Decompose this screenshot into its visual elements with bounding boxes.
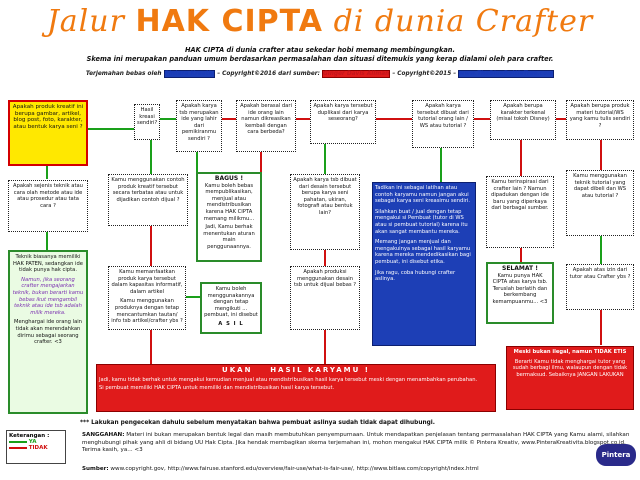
credit-c: – Copyright©2016 dari sumber: — [217, 71, 320, 77]
legend-yes-line — [9, 440, 27, 443]
selamat-title: SELAMAT ! — [502, 265, 538, 272]
title-pre: Jalur — [46, 4, 125, 39]
berasal-question: Apakah berasal dari ide orang lain namun… — [236, 100, 296, 152]
legend-yes: YA — [28, 439, 37, 445]
page-title: Jalur HAK CIPTA di dunia Crafter — [0, 4, 640, 39]
credit-f: www.TheBlueBottleTree.com — [458, 70, 555, 78]
sanggahan-label: SANGGAHAN: — [82, 432, 125, 438]
sumber-text: Sumber: www.copyright.gov, http://www.fa… — [82, 466, 632, 474]
subtitle-2: Skema ini merupakan panduan umum berdasa… — [86, 55, 554, 63]
menggunakan2-text: Kamu menggunakan produknya dengan tetap … — [111, 298, 183, 325]
produksi-question: Apakah produksi menggunakan desain tsb u… — [290, 266, 360, 330]
memanfaatkan-box: Kamu memanfaatkan produk karya tersebut … — [108, 266, 186, 330]
bagus-text-2: Jadi, Kamu berhak menentukan aturan main… — [203, 224, 255, 250]
legend-no-line — [9, 446, 27, 449]
bagus-title: BAGUS ! — [214, 175, 244, 182]
credit-e: – Copyright©2015 – — [392, 71, 457, 77]
title-post: di dunia Crafter — [333, 4, 594, 39]
credit-d: Ginger Davis Allman — [321, 70, 391, 78]
berarti-text: Berarti Kamu tidak menghargai tutor yang… — [512, 358, 628, 378]
karakter-question: Apakah berupa karakter terkenal (misal t… — [490, 100, 556, 140]
ukan-text: UKAN — [222, 366, 253, 374]
blue-advice-box: Tadikan ini sebagai latihan atau contoh … — [372, 182, 476, 346]
silahkan-text: Silahkan buat / jual dengan tetap mengak… — [375, 208, 468, 235]
menggunakan-contoh-question: Kamu menggunakan contoh produk kreatif t… — [108, 174, 188, 226]
credit-b: Pintera Kreativ — [163, 70, 216, 78]
red-text-2: Si pembuat memiliki HAK CIPTA untuk memi… — [99, 385, 335, 392]
tidak-etis-box: Meski bukan ilegal, namun TIDAK ETIS Ber… — [506, 346, 634, 410]
sumber-body: www.copyright.gov, http://www.fairuse.st… — [110, 466, 479, 472]
meski-text: Meski bukan ilegal, namun TIDAK ETIS — [513, 349, 627, 355]
hasil-karya-text: HASIL KARYAMU ! — [270, 366, 370, 374]
selamat-text: Kamu punya HAK CIPTA atas karya tsb. Ter… — [492, 272, 548, 305]
legend-no: TIDAK — [28, 445, 48, 451]
ide-question: Apakah karya tsb merupakan ide yang lahi… — [176, 100, 222, 152]
boleh-text: Kamu boleh menggunakannya dengan tetap m… — [204, 286, 258, 319]
memanfaatkan-text: Kamu memanfaatkan produk karya tersebut … — [111, 269, 183, 295]
start-question: Apakah produk kreatif ini berupa gambar,… — [8, 100, 88, 166]
teknik-info: Teknik biasanya memiliki HAK PATEN, seda… — [8, 250, 88, 414]
pintera-logo: Pintera — [596, 444, 636, 466]
tutorial-question: Apakah karya tersebut dibuat dari tutori… — [412, 100, 474, 148]
subtitle-1: HAK CIPTA di dunia crafter atau sekedar … — [185, 46, 455, 54]
jika-ragu-text: Jika ragu, coba hubungi crafter aslinya. — [375, 269, 456, 283]
legend-title: Keterangan : — [9, 433, 50, 439]
terinspirasi-question: Kamu terinspirasi dari crafter lain ? Na… — [486, 176, 554, 248]
hasil-kreasi-question: Hasil kreasi sendiri? — [134, 104, 160, 140]
bagus-text: Kamu boleh bebas mempublikasikan, menjua… — [203, 182, 255, 222]
bagus-box: BAGUS ! Kamu boleh bebas mempublikasikan… — [196, 172, 262, 262]
materi-question: Apakah berupa produk materi tutorial/WS … — [566, 100, 634, 140]
sanggahan-text: SANGGAHAN: Materi ini bukan merupakan be… — [82, 432, 632, 455]
atas-izin-question: Apakah atas izin dari tutor atau Crafter… — [566, 264, 634, 310]
sanggahan-body: Materi ini bukan merupakan bentuk legal … — [82, 432, 630, 454]
sumber-label: Sumber: — [82, 466, 109, 472]
duplikasi-question: Apakah karya tersebut duplikasi dari kar… — [310, 100, 376, 144]
selamat-box: SELAMAT ! Kamu punya HAK CIPTA atas kary… — [486, 262, 554, 324]
credit-a: Terjemahan bebas oleh — [85, 71, 162, 77]
tadikan-text: Tadikan ini sebagai latihan atau contoh … — [375, 185, 470, 205]
memang-jangan-text: Memang jangan menjual dan mengakuinya se… — [375, 239, 471, 265]
boleh-box: Kamu boleh menggunakannya dengan tetap m… — [200, 282, 262, 334]
credit-line: Terjemahan bebas oleh Pintera Kreativ – … — [10, 70, 630, 78]
legend: Keterangan : YA TIDAK — [6, 430, 66, 464]
terbuat-question: Apakah karya tsb dibuat dari desain ters… — [290, 174, 360, 250]
title-bold: HAK CIPTA — [135, 4, 324, 39]
footer-note: *** Lakukan pengecekan dahulu sebelum me… — [80, 420, 435, 426]
red-text-1: Jadi, kamu tidak berhak untuk mengakui k… — [99, 376, 478, 383]
asil-text: A S I L — [218, 320, 244, 327]
bukan-hasil-karya-box: UKAN HASIL KARYAMU ! Jadi, kamu tidak be… — [96, 364, 496, 412]
teknik-question: Apakah sejenis teknik atau cara olah met… — [8, 180, 88, 232]
mengajarkan-question: Kamu menggunakan teknik tutorial yang da… — [566, 170, 634, 236]
teknik-info-2: Namun, jika seorang crafter mengajarkan … — [12, 276, 84, 316]
teknik-info-3: Menghargai ide orang lain tidak akan mer… — [14, 319, 82, 346]
teknik-info-1: Teknik biasanya memiliki HAK PATEN, seda… — [13, 254, 83, 274]
